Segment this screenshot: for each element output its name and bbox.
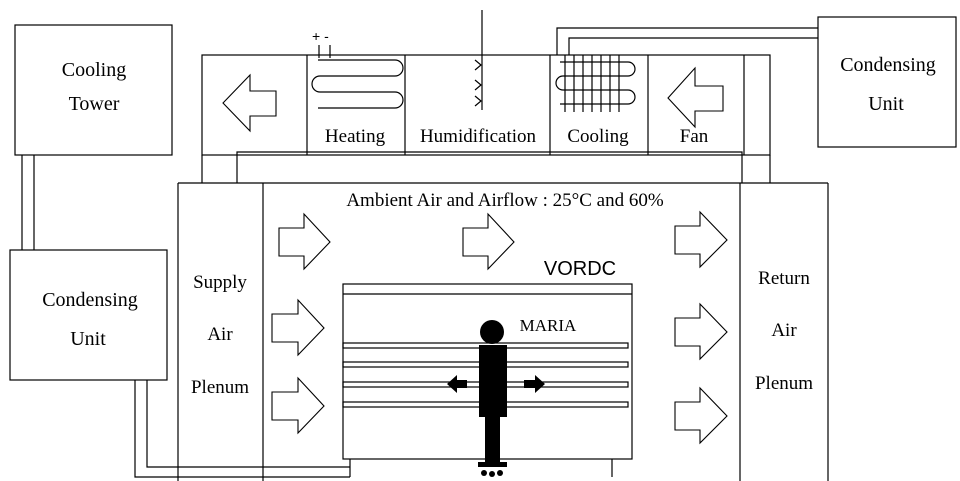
airflow-arrow xyxy=(462,212,515,271)
return-plenum-label-line2: Air xyxy=(771,320,797,341)
ambient-air-label: Ambient Air and Airflow : 25°C and 60% xyxy=(346,190,664,211)
return-air-plenum: Return Air Plenum xyxy=(755,268,813,394)
room xyxy=(177,182,829,481)
airflow-arrow xyxy=(674,302,728,361)
vordc-label: VORDC xyxy=(544,258,616,280)
right-refrigerant-pipes xyxy=(556,27,818,55)
manikin-wheel xyxy=(497,470,503,476)
manikin-base xyxy=(478,462,507,467)
supply-plenum-label-line1: Supply xyxy=(193,272,247,293)
fan-label: Fan xyxy=(680,126,709,147)
manikin-body xyxy=(479,345,507,417)
supply-plenum-label-line2: Air xyxy=(207,324,233,345)
tower-to-condenser-pipes xyxy=(21,155,35,250)
return-plenum-label-line3: Plenum xyxy=(755,373,813,394)
supply-plenum-label-line3: Plenum xyxy=(191,377,249,398)
airflow-arrow xyxy=(271,376,325,435)
manikin-head xyxy=(480,320,504,344)
condensing-unit-left: Condensing Unit xyxy=(9,249,168,381)
cooling-tower-label-line2: Tower xyxy=(69,93,120,115)
airflow-arrow xyxy=(278,212,331,271)
heating-coil: + - xyxy=(311,28,404,109)
maria-label: MARIA xyxy=(520,316,577,335)
air-handling-unit xyxy=(201,54,771,183)
manikin-wheel xyxy=(481,470,487,476)
maria-manikin xyxy=(447,320,545,477)
airflow-arrow xyxy=(674,210,728,269)
manikin-wheel xyxy=(489,471,495,477)
airflow-arrow xyxy=(271,298,325,357)
cooling-tower: Cooling Tower xyxy=(14,24,173,156)
condensing-unit-right-label-line2: Unit xyxy=(868,93,904,115)
humidifier xyxy=(474,10,483,110)
condensing-unit-right-label-line1: Condensing xyxy=(840,54,936,76)
cooling-label: Cooling xyxy=(567,126,629,147)
left-refrigerant-pipes xyxy=(134,380,350,478)
manikin-arrow-left xyxy=(447,375,467,393)
airflow-arrows xyxy=(271,210,728,445)
airflow-arrow xyxy=(674,386,728,445)
cooling-tower-label-line1: Cooling xyxy=(62,59,126,81)
manikin-arrow-right xyxy=(524,375,545,393)
condensing-unit-left-label-line2: Unit xyxy=(70,328,106,350)
fan-arrow xyxy=(667,66,724,129)
return-plenum-label-line1: Return xyxy=(758,268,810,289)
heating-label: Heating xyxy=(325,126,386,147)
manikin-legs xyxy=(485,417,500,462)
humidification-label: Humidification xyxy=(420,126,537,147)
condensing-unit-left-label-line1: Condensing xyxy=(42,289,138,311)
condensing-unit-right: Condensing Unit xyxy=(817,16,957,148)
heater-polarity-label: + - xyxy=(312,28,329,44)
ahu-supply-arrow xyxy=(222,73,277,133)
cooling-coil xyxy=(555,55,636,112)
supply-air-plenum: Supply Air Plenum xyxy=(191,272,249,398)
